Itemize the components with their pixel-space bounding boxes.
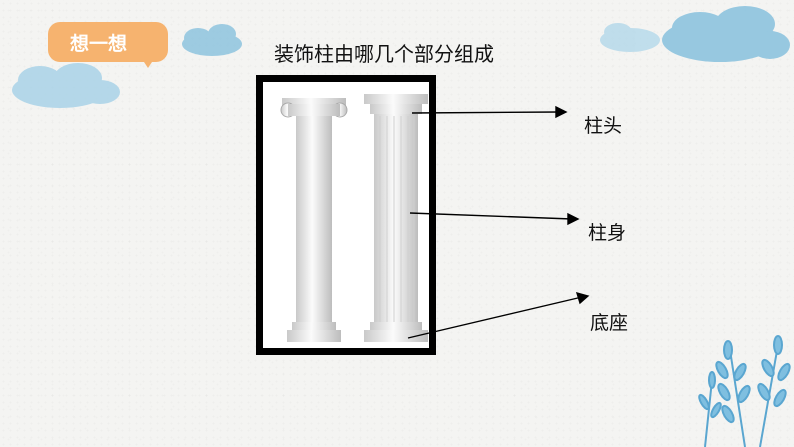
leaf-icon <box>698 335 791 447</box>
ionic-column-image <box>280 98 348 342</box>
badge-label: 想一想 <box>70 32 128 55</box>
pointer-arrows <box>407 105 590 339</box>
think-badge: 想一想 <box>48 22 168 62</box>
cloud-icon <box>662 6 790 62</box>
capital-label: 柱头 <box>584 115 623 137</box>
base-label: 底座 <box>590 312 629 334</box>
shaft-label: 柱身 <box>588 222 627 244</box>
cloud-icon <box>600 23 660 52</box>
badge-tail <box>140 56 156 68</box>
fluted-column-image <box>364 94 428 342</box>
cloud-icon <box>182 24 242 56</box>
page-title: 装饰柱由哪几个部分组成 <box>274 42 494 66</box>
cloud-icon <box>12 63 120 108</box>
